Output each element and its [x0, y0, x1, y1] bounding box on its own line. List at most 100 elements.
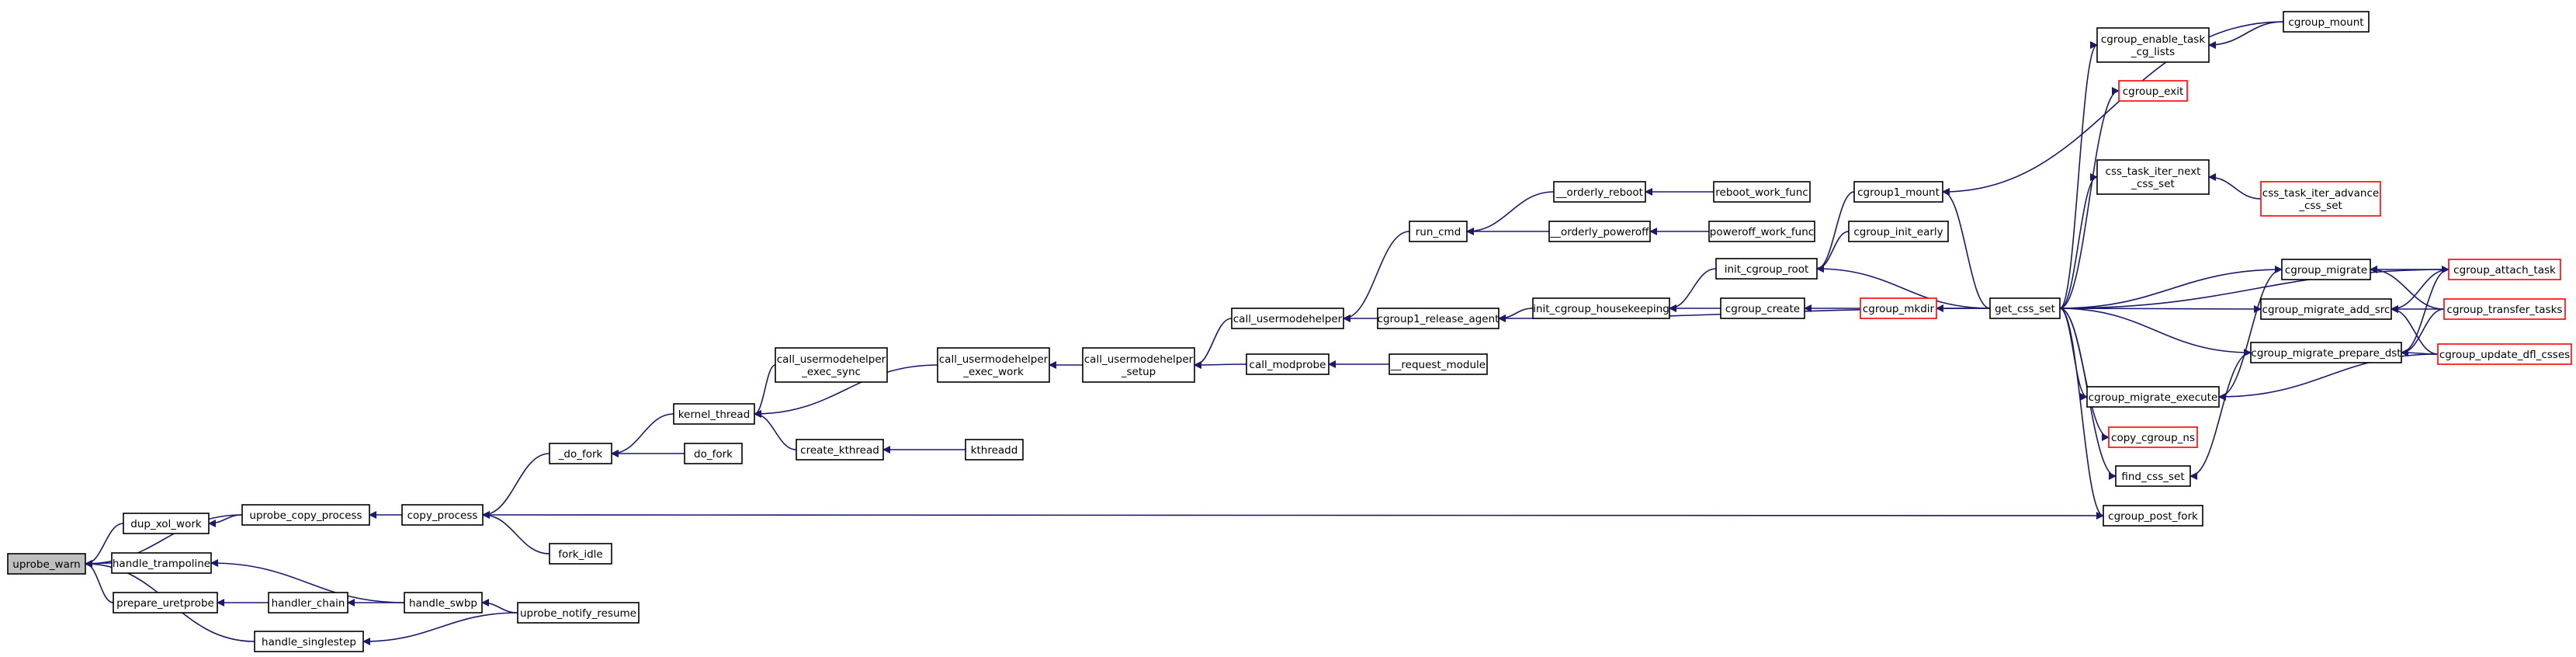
node-label: cgroup_migrate_execute [2089, 391, 2218, 404]
edge-fork-idle-to-copy-process [482, 511, 550, 554]
edge-cgroup-mount-to-cgroup1-mount [1942, 21, 2284, 196]
node-label: find_css_set [2121, 471, 2184, 483]
node-box [2281, 259, 2371, 280]
node-box [2260, 298, 2392, 320]
node-call-usermodehelper-exec-work[interactable]: call_usermodehelper_exec_work [937, 347, 1050, 383]
node-label: _exec_work [962, 366, 1024, 378]
edge-cgroup-update-dfl-csses-to-cgroup-migrate-add-src [2391, 305, 2439, 355]
node-css-task-iter-next-css-set[interactable]: css_task_iter_next_css_set [2096, 159, 2210, 195]
edge-cgroup-init-early-to-init-cgroup-root [1816, 231, 1850, 273]
node-label: uprobe_notify_resume [520, 607, 636, 620]
node-label: kthreadd [971, 444, 1018, 457]
node-init-cgroup-housekeeping[interactable]: init_cgroup_housekeeping [1532, 297, 1670, 319]
node-label: copy_cgroup_ns [2111, 432, 2195, 444]
node-request-module[interactable]: __request_module [1389, 353, 1488, 375]
edge-create-kthread-to-kernel-thread [754, 410, 797, 450]
node-cgroup-exit[interactable]: cgroup_exit [2118, 80, 2188, 102]
node-label: copy_process [407, 509, 478, 522]
edge-get-css-set-to-cgroup-enable-task-cg-lists [2059, 41, 2098, 309]
node-box [2250, 342, 2402, 363]
node-box [1708, 221, 1815, 242]
node-box [2118, 80, 2188, 102]
node-label: uprobe_warn [12, 558, 80, 571]
node-uprobe-notify-resume[interactable]: uprobe_notify_resume [517, 602, 640, 624]
node-cgroup-mount[interactable]: cgroup_mount [2283, 11, 2370, 33]
node-box [1532, 297, 1670, 319]
node-label: _setup [1121, 366, 1156, 378]
node-kernel-thread[interactable]: kernel_thread [673, 403, 755, 425]
node-poweroff-work-func[interactable]: poweroff_work_func [1708, 221, 1815, 242]
node-run-cmd[interactable]: run_cmd [1409, 221, 1468, 242]
node-label: cgroup_init_early [1853, 226, 1943, 238]
node-call-usermodehelper-exec-sync[interactable]: call_usermodehelper_exec_sync [775, 347, 888, 383]
node-call-modprobe[interactable]: call_modprobe [1246, 353, 1330, 375]
node-cgroup1-release-agent[interactable]: cgroup1_release_agent [1377, 308, 1499, 329]
node-get-css-set[interactable]: get_css_set [1989, 297, 2061, 319]
node-label: handler_chain [272, 597, 345, 610]
node-handle-singlestep[interactable]: handle_singlestep [254, 631, 364, 652]
node-kthreadd[interactable]: kthreadd [965, 439, 1024, 461]
node-copy-process[interactable]: copy_process [401, 504, 484, 526]
edge-init-cgroup-housekeeping-to-cgroup1-release-agent [1498, 308, 1534, 322]
node-label: _do_fork [558, 448, 603, 461]
edge-uprobe-copy-process-to-dup-xol-work [208, 514, 243, 527]
node-cgroup-enable-task-cg-lists[interactable]: cgroup_enable_task_cg_lists [2096, 27, 2210, 63]
node-prepare-uretprobe[interactable]: prepare_uretprobe [113, 592, 218, 614]
node-box [1082, 347, 1195, 383]
node-label: fork_idle [558, 548, 603, 561]
edge-get-css-set-to-cgroup-migrate [2059, 266, 2283, 309]
node-css-task-iter-advance-css-set[interactable]: css_task_iter_advance_css_set [2260, 181, 2381, 217]
node-cgroup-transfer-tasks[interactable]: cgroup_transfer_tasks [2443, 298, 2566, 320]
node-create-kthread[interactable]: create_kthread [796, 439, 884, 461]
node-label: handle_trampoline [113, 558, 210, 570]
node-label: init_cgroup_root [1725, 263, 1809, 276]
node-cgroup-migrate[interactable]: cgroup_migrate [2281, 259, 2371, 280]
node-cgroup-mkdir[interactable]: cgroup_mkdir [1860, 297, 1937, 319]
node-cgroup-update-dfl-csses[interactable]: cgroup_update_dfl_csses [2437, 343, 2572, 365]
node-handler-chain[interactable]: handler_chain [268, 592, 348, 614]
node-cgroup-attach-task[interactable]: cgroup_attach_task [2448, 259, 2561, 280]
node-dup-xol-work[interactable]: dup_xol_work [123, 513, 210, 534]
node-label: handle_singlestep [262, 636, 356, 648]
edge-cgroup-update-dfl-csses-to-cgroup-migrate-execute [2218, 353, 2439, 401]
node-call-usermodehelper[interactable]: call_usermodehelper [1231, 308, 1344, 329]
node-handle-swbp[interactable]: handle_swbp [404, 592, 483, 614]
node-box [1553, 181, 1646, 203]
node-box [404, 592, 483, 614]
node-cgroup-create[interactable]: cgroup_create [1720, 297, 1805, 319]
node-label: cgroup_migrate [2285, 264, 2367, 276]
node-handle-trampoline[interactable]: handle_trampoline [111, 552, 212, 574]
node-cgroup-migrate-execute[interactable]: cgroup_migrate_execute [2086, 386, 2220, 408]
node-cgroup1-mount[interactable]: cgroup1_mount [1853, 181, 1943, 203]
node-fork-idle[interactable]: fork_idle [549, 543, 612, 565]
node-reboot-work-func[interactable]: reboot_work_func [1713, 181, 1811, 203]
node-init-cgroup-root[interactable]: init_cgroup_root [1715, 258, 1818, 280]
node-box [1231, 308, 1344, 329]
node-box [937, 347, 1050, 383]
edge-orderly-reboot-to-run-cmd [1466, 191, 1555, 235]
node-label: __request_module [1390, 359, 1486, 371]
node-uprobe-warn[interactable]: uprobe_warn [7, 553, 86, 575]
node-cgroup-init-early[interactable]: cgroup_init_early [1848, 221, 1949, 242]
edge-call-modprobe-to-call-usermodehelper-setup [1194, 360, 1247, 369]
node-copy-cgroup-ns[interactable]: copy_cgroup_ns [2108, 426, 2198, 448]
node-label: kernel_thread [678, 408, 751, 421]
node-orderly-reboot[interactable]: __orderly_reboot [1553, 181, 1646, 203]
node-call-usermodehelper-setup[interactable]: call_usermodehelper_setup [1082, 347, 1195, 383]
node-label: do_fork [694, 448, 733, 461]
node-do-fork[interactable]: _do_fork [549, 443, 612, 464]
node-uprobe-copy-process[interactable]: uprobe_copy_process [241, 504, 370, 526]
node-box [2103, 505, 2203, 527]
node-box [2108, 426, 2198, 448]
node-do-fork[interactable]: do_fork [684, 443, 743, 464]
node-orderly-poweroff[interactable]: __orderly_poweroff [1548, 221, 1651, 242]
node-cgroup-migrate-add-src[interactable]: cgroup_migrate_add_src [2260, 298, 2392, 320]
node-find-css-set[interactable]: find_css_set [2115, 465, 2191, 487]
node-label: run_cmd [1416, 226, 1461, 238]
node-label: poweroff_work_func [1710, 226, 1814, 238]
node-box [113, 592, 218, 614]
node-cgroup-post-fork[interactable]: cgroup_post_fork [2103, 505, 2203, 527]
node-cgroup-migrate-prepare-dst[interactable]: cgroup_migrate_prepare_dst [2250, 342, 2402, 363]
node-label: cgroup_mount [2288, 16, 2363, 29]
